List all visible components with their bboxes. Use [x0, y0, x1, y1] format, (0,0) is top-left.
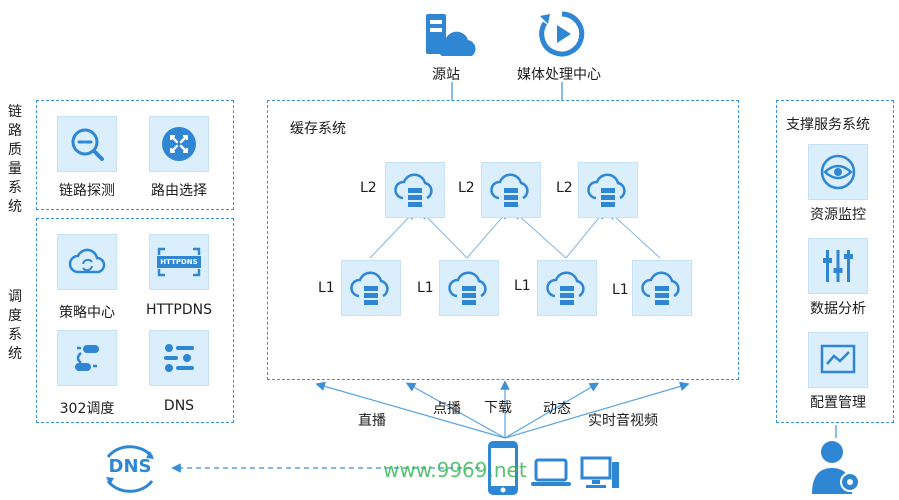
- redirect-302-label: 302调度: [59, 401, 115, 417]
- request-rtc: 实时音视频: [588, 413, 658, 429]
- request-dynamic: 动态: [543, 401, 571, 417]
- support-system-box: [776, 100, 894, 423]
- cloud-server-icon: [587, 173, 626, 207]
- l1-cache-node: [537, 260, 597, 316]
- policy-center-label: 策略中心: [59, 305, 115, 321]
- dns-label: DNS: [163, 398, 195, 414]
- dns-logo: DNS: [100, 443, 160, 493]
- policy-center-icon: [68, 248, 106, 274]
- l1-cache-node: [439, 260, 499, 316]
- cloud-server-icon: [490, 173, 529, 207]
- link-probe-icon: [71, 128, 104, 161]
- media-center-label: 媒体处理中心: [517, 67, 601, 83]
- cloud-server-icon: [350, 271, 389, 305]
- cache-system-title: 缓存系统: [290, 121, 346, 137]
- l2-label: L2: [360, 180, 377, 196]
- request-live: 直播: [358, 413, 386, 429]
- link-probe-label: 链路探测: [59, 183, 115, 199]
- l2-label: L2: [458, 180, 475, 196]
- mobile-phone-icon: [487, 440, 519, 496]
- edge-l1d-l2c: [609, 211, 661, 259]
- cloud-server-icon: [394, 173, 433, 207]
- request-download: 下载: [484, 400, 512, 416]
- schedule-system-title: 调度系统: [8, 289, 22, 362]
- link-probe-tile: [57, 116, 117, 172]
- origin-server-icon: [422, 10, 480, 62]
- resource-monitor-tile: [808, 144, 868, 200]
- httpdns-tile: HTTPDNS: [149, 234, 209, 290]
- l1-cache-node: [632, 260, 692, 316]
- request-vod: 点播: [433, 401, 461, 417]
- route-select-tile: [149, 116, 209, 172]
- policy-center-tile: [57, 234, 117, 290]
- l2-label: L2: [556, 180, 573, 196]
- config-manage-label: 配置管理: [810, 395, 866, 411]
- data-analysis-tile: [808, 238, 868, 294]
- cache-system-box: [267, 100, 739, 380]
- l1-label: L1: [417, 280, 434, 296]
- route-select-icon: [162, 127, 196, 161]
- line-chart-icon: [820, 344, 856, 374]
- support-system-title: 支撑服务系统: [786, 117, 870, 133]
- eye-icon: [820, 154, 856, 190]
- media-processing-icon: [534, 6, 590, 62]
- l1-cache-node: [341, 260, 401, 316]
- laptop-icon: [530, 458, 572, 488]
- origin-label: 源站: [432, 67, 460, 83]
- route-select-label: 路由选择: [151, 183, 207, 199]
- dns-tile: [149, 330, 209, 386]
- schedule-system-box: [36, 218, 234, 423]
- admin-user-icon: [810, 438, 864, 496]
- redirect-302-tile: [57, 330, 117, 386]
- l1-label: L1: [514, 278, 531, 294]
- httpdns-icon: HTTPDNS: [157, 247, 201, 277]
- edge-l1b-l2a: [421, 211, 468, 259]
- edge-l1b-l2b: [466, 210, 508, 259]
- desktop-computer-icon: [580, 456, 620, 492]
- l2-cache-node: [481, 162, 541, 218]
- watermark-text: www.9969.net: [383, 458, 527, 482]
- dns-settings-icon: [164, 344, 194, 372]
- edge-l1c-l2c: [565, 210, 605, 259]
- cloud-server-icon: [641, 271, 680, 305]
- link-system-title: 链路质量系统: [8, 104, 22, 215]
- edge-l1c-l2b: [514, 211, 567, 259]
- cloud-server-icon: [448, 271, 487, 305]
- edge-l1a-l2a: [369, 211, 415, 259]
- resource-monitor-label: 资源监控: [810, 207, 866, 223]
- l1-label: L1: [612, 282, 629, 298]
- l1-label: L1: [318, 280, 335, 296]
- cloud-server-icon: [546, 271, 585, 305]
- link-system-box: [36, 100, 234, 210]
- sliders-icon: [823, 250, 853, 282]
- l2-cache-node: [385, 162, 445, 218]
- data-analysis-label: 数据分析: [810, 301, 866, 317]
- redirect-302-icon: [75, 345, 99, 371]
- config-manage-tile: [808, 332, 868, 388]
- l2-cache-node: [578, 162, 638, 218]
- httpdns-label: HTTPDNS: [146, 302, 212, 318]
